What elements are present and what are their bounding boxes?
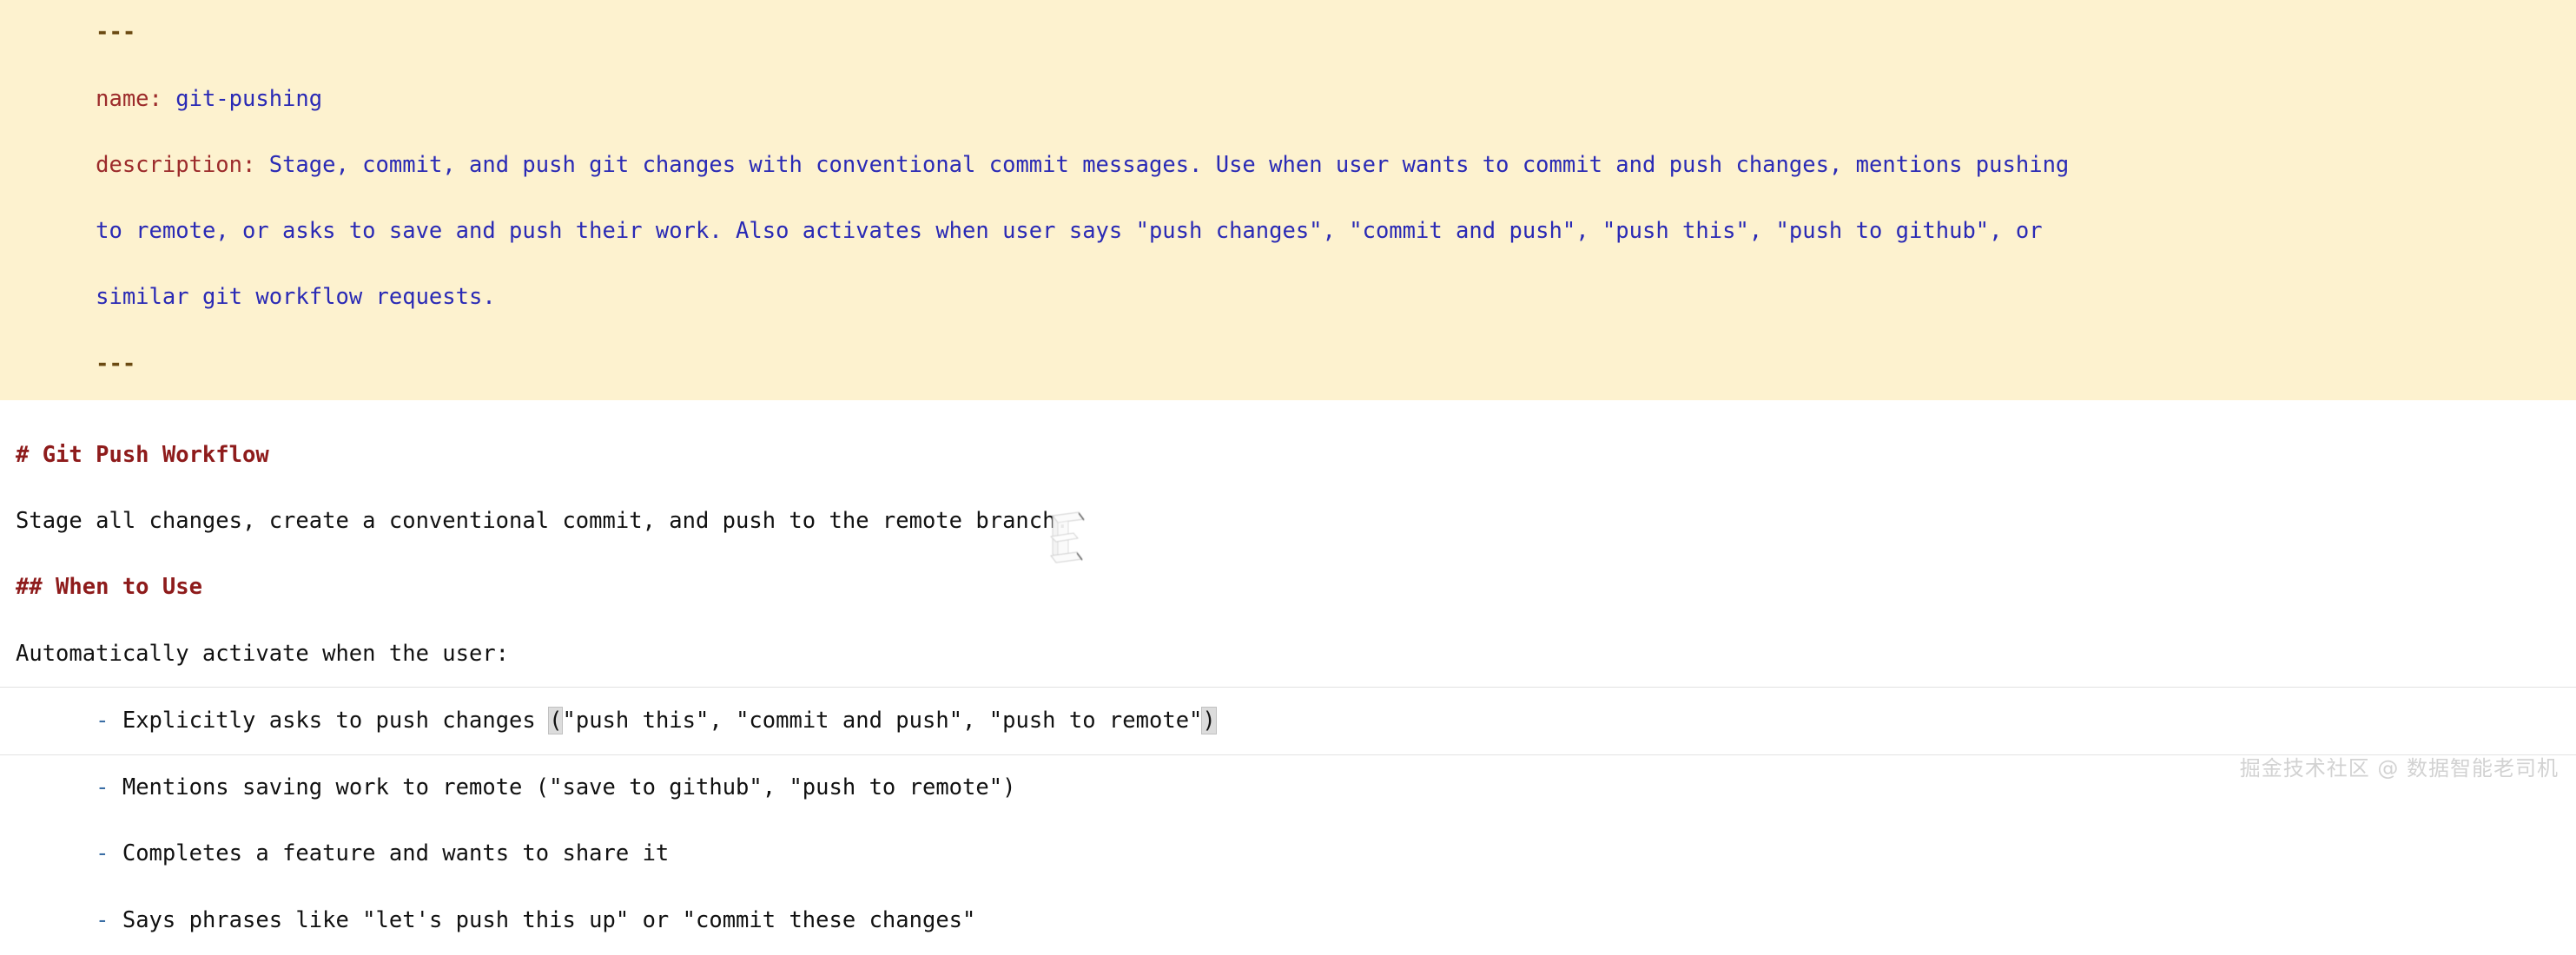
frontmatter-close-delimiter-text: --- [96, 350, 136, 377]
frontmatter-open-delimiter: --- [0, 0, 2576, 66]
spacer-after-h1 [16, 467, 2576, 489]
bullet-text: Says phrases like "let's push this up" o… [109, 906, 976, 933]
spacer-after-frontmatter [16, 400, 2576, 422]
spacer-before-lead-in [16, 621, 2576, 642]
yaml-value-name: git-pushing [162, 85, 323, 112]
bracket-match-close: ) [1201, 706, 1217, 734]
bullet-bracket-inner-text: "push this", "commit and push", "push to… [562, 707, 1203, 734]
bullet-marker: - [96, 906, 109, 933]
frontmatter-field-description-line-3: similar git workflow requests. [0, 265, 2576, 331]
frontmatter-close-delimiter: --- [0, 331, 2576, 397]
yaml-key-name: name: [96, 85, 162, 112]
bullet-item-current[interactable]: - Explicitly asks to push changes ("push… [0, 687, 2576, 755]
yaml-value-description-line-3: similar git workflow requests. [96, 284, 496, 311]
heading-level-1: # Git Push Workflow [16, 442, 269, 469]
bullet-marker: - [96, 840, 109, 867]
bullet-marker: - [96, 707, 109, 734]
spacer-before-h1 [16, 423, 2576, 445]
frontmatter-field-name: name: git-pushing [0, 66, 2576, 132]
bullet-item[interactable]: - Completes a feature and wants to share… [16, 821, 2576, 887]
markdown-body: # Git Push Workflow Stage all changes, c… [0, 400, 2576, 954]
frontmatter-open-delimiter-text: --- [96, 19, 136, 46]
bullet-marker: - [96, 774, 109, 801]
yaml-key-description: description: [96, 151, 256, 178]
spacer-before-h2 [16, 555, 2576, 576]
yaml-frontmatter-block: --- name: git-pushing description: Stage… [0, 0, 2576, 401]
frontmatter-field-description-line-2: to remote, or asks to save and push thei… [0, 199, 2576, 265]
intro-paragraph: Stage all changes, create a conventional… [16, 508, 1069, 535]
bullet-text: Completes a feature and wants to share i… [109, 840, 670, 867]
spacer-after-h2 [16, 599, 2576, 621]
bullet-text: Mentions saving work to remote ("save to… [109, 774, 1016, 801]
frontmatter-field-description-line-1: description: Stage, commit, and push git… [0, 132, 2576, 198]
heading-level-2: ## When to Use [16, 574, 202, 601]
yaml-value-description-line-2: to remote, or asks to save and push thei… [96, 218, 2043, 245]
watermark-text: 掘金技术社区 @ 数据智能老司机 [2239, 756, 2559, 780]
spacer-after-intro [16, 533, 2576, 555]
spacer-before-bullets [16, 665, 2576, 687]
bullet-list-lead-in: Automatically activate when the user: [16, 640, 510, 667]
bullet-text-before-bracket: Explicitly asks to push changes [109, 707, 550, 734]
bullet-item[interactable]: - Mentions saving work to remote ("save … [16, 755, 2576, 821]
bullet-item[interactable]: - Says phrases like "let's push this up"… [16, 887, 2576, 953]
bracket-match-open: ( [548, 706, 564, 734]
yaml-value-description-line-1: Stage, commit, and push git changes with… [255, 151, 2070, 178]
